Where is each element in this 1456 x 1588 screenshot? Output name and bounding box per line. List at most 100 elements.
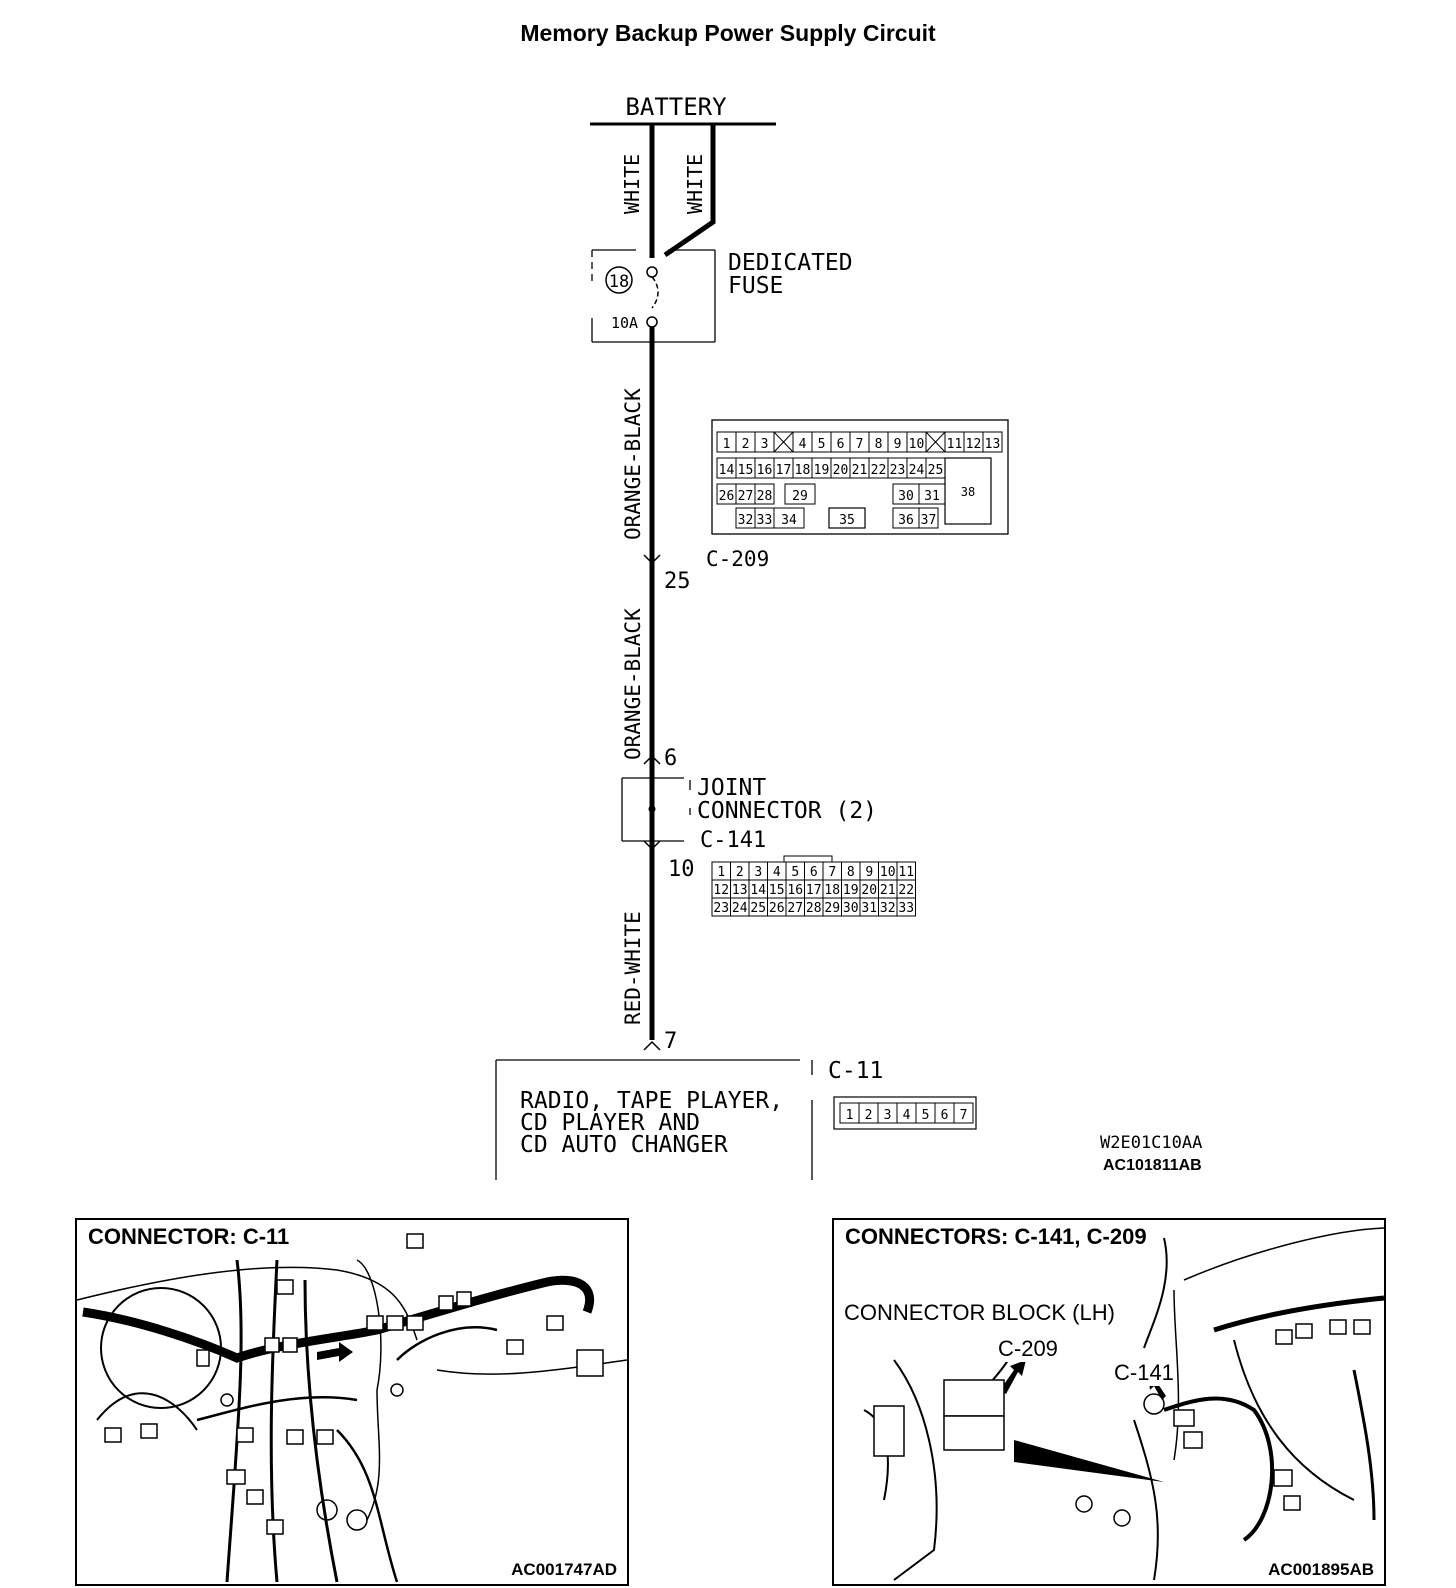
radio-pin: 7 [664, 1029, 677, 1054]
c141-pin-pin-label: 21 [880, 883, 896, 898]
radio-label-line2: CD PLAYER AND [520, 1110, 700, 1136]
c11-pin-pin-label: 6 [941, 1108, 949, 1123]
c141-pin-pin-label: 2 [736, 865, 744, 880]
radio-pin-marker [643, 1040, 661, 1051]
fuse-terminal-bottom [646, 316, 658, 328]
c209-pin-pin-label: 35 [839, 513, 855, 528]
white-wire-right [663, 124, 716, 258]
c141-pin-pin-label: 24 [732, 901, 748, 916]
c209-pin-pin-label: 21 [852, 463, 868, 478]
fuse-label-line1: DEDICATED [728, 250, 853, 276]
c209-pin-cell [773, 507, 805, 529]
connectors-c141-c209-photo: CONNECTORS: C-141, C-209 CONNECTOR BLOCK… [832, 1218, 1386, 1586]
battery-label: BATTERY [625, 93, 727, 121]
c141-photo-label: C-141 [1114, 1360, 1174, 1386]
c11-photo-code: AC001747AD [511, 1560, 617, 1580]
c141-pin-cell [896, 897, 916, 917]
c141-pin-pin-label: 23 [713, 901, 729, 916]
c209-pin-marker [643, 554, 661, 565]
c141-pin-pin-label: 13 [732, 883, 748, 898]
c141-pin-pin-label: 29 [824, 901, 840, 916]
c141-c209-photo-code: AC001895AB [1268, 1560, 1374, 1580]
c209-pin-pin-label: 12 [966, 437, 982, 452]
c141-pin-pin-label: 16 [787, 883, 803, 898]
fuse-terminal-top [646, 266, 658, 278]
c11-pin-pin-label: 3 [884, 1108, 892, 1123]
fuse-number: 18 [609, 272, 629, 292]
c11-housing [833, 1096, 977, 1130]
radio-label-line3: CD AUTO CHANGER [520, 1132, 728, 1158]
c141-pin-pin-label: 30 [843, 901, 859, 916]
joint-pin-in: 6 [664, 746, 677, 771]
joint-label-line2: CONNECTOR (2) [697, 798, 877, 824]
c209-pin-pin-label: 34 [781, 513, 797, 528]
c209-pin-cell [784, 483, 816, 505]
c209-pin-pin-label: 23 [890, 463, 906, 478]
c209-pin-cell [925, 457, 946, 479]
c141-c209-location-illustration [863, 1227, 1384, 1581]
c209-pin-pin-label: 24 [909, 463, 925, 478]
c209-pin-pin-label: 7 [856, 437, 864, 452]
c209-pin-pin-label: 15 [738, 463, 754, 478]
c209-pin-pin-label: 36 [898, 513, 914, 528]
c209-pin-pin-label: 13 [985, 437, 1001, 452]
c11-pin-pin-label: 2 [865, 1108, 873, 1123]
c209-pin-cell [754, 483, 775, 505]
c11-pin-pin-label: 4 [903, 1108, 911, 1123]
c209-pin-pin-label: 14 [719, 463, 735, 478]
c209-pin-pin-label: 10 [909, 437, 925, 452]
c209-pin-pin-label: 37 [921, 513, 937, 528]
c141-pin-pin-label: 9 [865, 865, 873, 880]
radio-connector-id: C-11 [828, 1058, 883, 1084]
c11-location-illustration [77, 1233, 627, 1583]
wire-label-red-white: RED-WHITE [621, 911, 645, 1025]
c209-pin-pin-label: 1 [723, 437, 731, 452]
c141-pin-pin-label: 15 [769, 883, 785, 898]
wire-label-white-right: WHITE [683, 154, 707, 214]
c209-pin-pin-label: 30 [898, 489, 914, 504]
c141-pin-pin-label: 20 [861, 883, 877, 898]
c141-pin-pin-label: 33 [898, 901, 914, 916]
c209-pin-pin-label: 3 [761, 437, 769, 452]
c11-pin-pin-label: 7 [960, 1108, 968, 1123]
c209-pin-pin-label: 19 [814, 463, 830, 478]
fuse-label-line2: FUSE [728, 273, 783, 299]
c141-pin-pin-label: 17 [806, 883, 822, 898]
c209-pin-pin-label: 20 [833, 463, 849, 478]
c11-pin-cell [953, 1102, 974, 1124]
joint-pin-out: 10 [668, 857, 695, 882]
c141-pin-pin-label: 25 [750, 901, 766, 916]
fuse-number-circle [605, 266, 633, 294]
c209-pin-cell [982, 431, 1003, 453]
c141-c209-photo-title: CONNECTORS: C-141, C-209 [842, 1224, 1150, 1250]
c209-pin-pin-label: 9 [894, 437, 902, 452]
c141-pin-pin-label: 1 [717, 865, 725, 880]
joint-connector-box [621, 777, 691, 842]
c141-pin-pin-label: 7 [828, 865, 836, 880]
connector-block-label: CONNECTOR BLOCK (LH) [844, 1300, 1115, 1326]
wire-label-orange-black-upper: ORANGE-BLACK [621, 388, 645, 540]
c209-pin-label: 38 [961, 485, 975, 499]
wire-label-white-left: WHITE [620, 154, 644, 214]
c141-pin-pin-label: 4 [773, 865, 781, 880]
c209-pin-pin-label: 2 [742, 437, 750, 452]
c141-pin-pin-label: 19 [843, 883, 859, 898]
c209-pin-pin-label: 26 [719, 489, 735, 504]
c141-pin-pin-label: 11 [898, 865, 914, 880]
joint-pin-out-marker [643, 840, 661, 851]
joint-pin-in-marker [643, 754, 661, 765]
c11-photo-title: CONNECTOR: C-11 [85, 1224, 293, 1250]
c209-pin-pin-label: 8 [875, 437, 883, 452]
joint-label-line1: JOINT [697, 775, 766, 801]
c209-pin-cell [918, 507, 939, 529]
c141-pin-pin-label: 31 [861, 901, 877, 916]
c209-pin-pin-label: 5 [818, 437, 826, 452]
figure-code: AC101811AB [1103, 1157, 1202, 1174]
c209-pin: 25 [664, 569, 691, 594]
c141-pin-pin-label: 12 [713, 883, 729, 898]
c209-photo-label: C-209 [998, 1336, 1058, 1362]
joint-id: C-141 [700, 828, 766, 853]
radio-label-line1: RADIO, TAPE PLAYER, [520, 1088, 783, 1114]
